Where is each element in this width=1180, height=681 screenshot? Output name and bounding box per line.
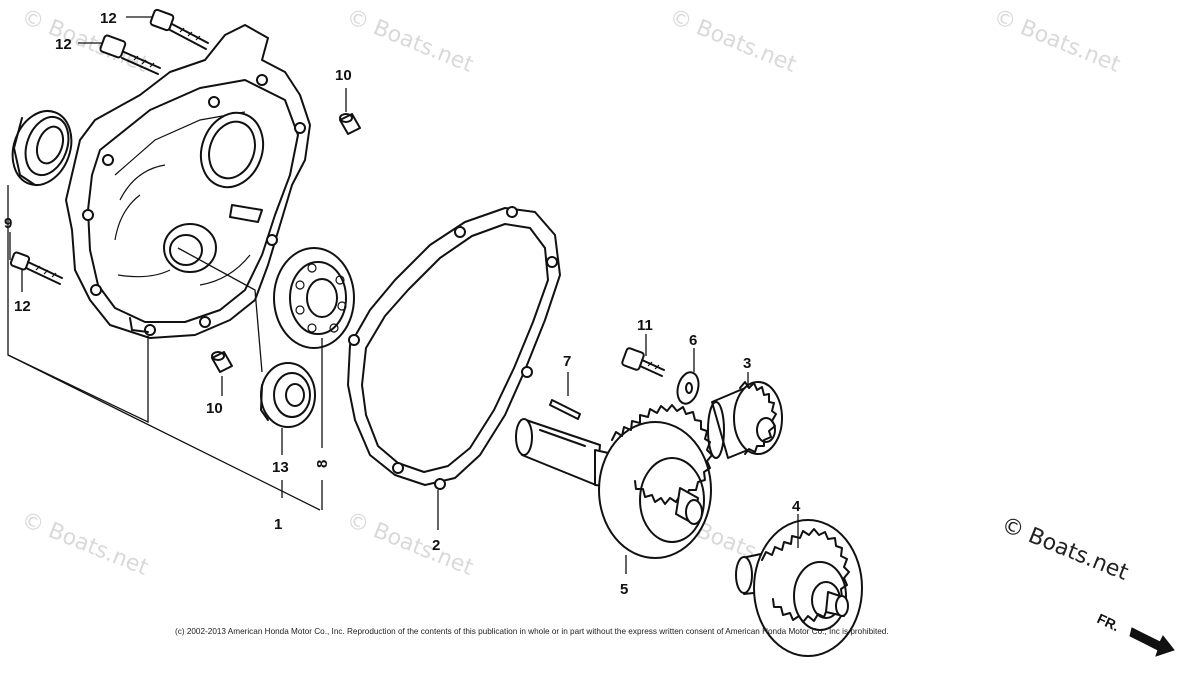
watermark: © Boats.net — [18, 507, 152, 581]
callout-dowel-bottom: 10 — [206, 400, 223, 417]
output-shaft-gear — [515, 404, 713, 559]
flange-bolt-left — [9, 251, 63, 285]
brand-watermark: © Boats.net — [998, 512, 1132, 586]
callout-dowel-top: 10 — [335, 67, 352, 84]
flange-bolt-top-b — [99, 34, 161, 75]
front-arrow-icon — [1129, 627, 1175, 657]
gear-case-cover — [65, 24, 311, 339]
dowel-pin-bottom — [211, 351, 233, 373]
callout-counter-gear: 4 — [792, 498, 801, 515]
shaft-pin — [549, 399, 581, 420]
oil-seal — [11, 110, 73, 186]
callout-bolt-top-a: 12 — [100, 10, 117, 27]
callout-pin: 7 — [563, 353, 571, 370]
callout-seal: 9 — [4, 215, 12, 232]
leader-lines — [7, 16, 799, 574]
thrust-washer — [676, 371, 700, 405]
watermark: © Boats.net — [990, 4, 1124, 78]
gear-case-gasket — [347, 206, 561, 490]
callout-bearing-small: 13 — [272, 459, 289, 476]
copyright-notice: (c) 2002-2013 American Honda Motor Co., … — [175, 627, 889, 636]
callout-case-assy: 1 — [274, 516, 282, 533]
watermark: © Boats.net — [343, 4, 477, 78]
callout-bearing-large: 8 — [314, 460, 331, 468]
watermark: © Boats.net — [343, 507, 477, 581]
ball-bearing-small — [260, 362, 316, 428]
front-direction-indicator: FR. — [1095, 610, 1175, 657]
callout-shaft-gear: 5 — [620, 581, 628, 598]
pinion-gear — [707, 381, 783, 459]
flange-bolt-short — [621, 347, 665, 377]
front-label: FR. — [1095, 610, 1122, 634]
callout-washer: 6 — [689, 332, 697, 349]
dowel-pin-top — [339, 113, 361, 135]
watermark: © Boats.net — [666, 4, 800, 78]
callout-bolt-left: 12 — [14, 298, 31, 315]
counter-gear — [735, 519, 863, 657]
flange-bolt-top-a — [149, 8, 209, 50]
callout-bolt-flange: 11 — [637, 317, 653, 334]
callout-gasket: 2 — [432, 537, 440, 554]
ball-bearing-large — [273, 247, 355, 349]
watermark: © Boats.net — [18, 4, 152, 78]
callout-labels: 12 12 10 9 12 10 13 8 1 2 7 11 6 3 5 4 — [4, 10, 801, 598]
callout-bolt-top-b: 12 — [55, 36, 72, 53]
callout-pinion: 3 — [743, 355, 751, 372]
